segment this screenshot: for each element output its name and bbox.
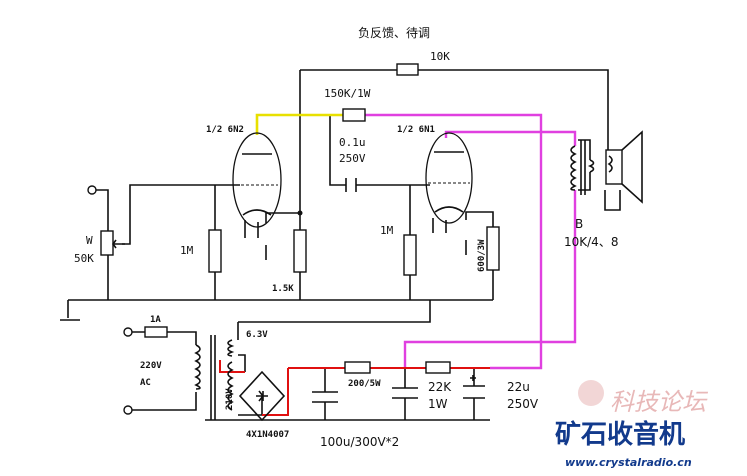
output-transformer xyxy=(570,140,595,195)
fuse-label: 1A xyxy=(150,315,161,325)
transformer-name: B xyxy=(575,217,583,231)
pot-value: 50K xyxy=(74,252,94,265)
filter-capacitor-3 xyxy=(463,385,485,399)
supply-wire xyxy=(219,360,490,416)
filter-capacitor-1 xyxy=(312,391,338,403)
volume-potentiometer xyxy=(100,230,114,256)
mains-voltage-label: 220V xyxy=(140,361,162,371)
tube-2 xyxy=(425,132,473,224)
filter-capacitor-2 xyxy=(392,387,418,399)
coupling-capacitor xyxy=(345,178,357,192)
pot-wiper-arrow xyxy=(112,239,125,249)
watermark: 科技论坛 矿石收音机 www.crystalradio.cn xyxy=(555,380,709,469)
watermark-url: www.crystalradio.cn xyxy=(565,456,692,469)
coupling-cap-voltage: 250V xyxy=(339,152,366,165)
mains-terminal-1 xyxy=(123,327,133,337)
cathode-resistor-2-label: 600/3W xyxy=(477,239,487,272)
grid-resistor-1-label: 1M xyxy=(180,244,194,257)
feedback-resistor-label: 10K xyxy=(430,50,450,63)
last-cap-voltage: 250V xyxy=(507,397,539,411)
cathode-resistor-2 xyxy=(486,226,500,271)
feedback-note: 负反馈、待调 xyxy=(358,26,430,40)
grid-resistor-2-label: 1M xyxy=(380,224,394,237)
tube-1-label: 1/2 6N2 xyxy=(206,125,244,135)
power-transformer xyxy=(194,335,235,420)
plate-resistor-label: 150K/1W xyxy=(324,87,371,100)
heater-label: 6.3V xyxy=(246,330,268,340)
filter-resistor-2-power: 1W xyxy=(428,397,448,411)
cathode-resistor-1-label: 1.5K xyxy=(272,284,294,294)
watermark-logo: 矿石收音机 xyxy=(555,419,685,450)
filter-caps-label: 100u/300V*2 xyxy=(320,435,399,449)
transformer-spec: 10K/4、8 xyxy=(564,235,618,249)
coupling-cap-value: 0.1u xyxy=(339,136,366,149)
plate2-wire xyxy=(365,113,577,370)
filter-resistor-1-label: 200/5W xyxy=(348,379,381,389)
grid-resistor-2 xyxy=(403,234,417,276)
hv-secondary-label: 210V xyxy=(225,388,235,410)
bridge-label: 4X1N4007 xyxy=(246,430,289,440)
filter-resistor-2 xyxy=(425,361,451,374)
fuse xyxy=(144,326,168,338)
input-terminal xyxy=(87,185,97,195)
wiring xyxy=(60,69,621,421)
cathode-resistor-1 xyxy=(293,229,307,273)
junction-dot xyxy=(297,210,303,216)
watermark-badge xyxy=(578,380,604,406)
plate1-wire xyxy=(255,113,343,135)
tube-1 xyxy=(232,132,282,228)
mains-terminal-2 xyxy=(123,405,133,415)
tube-2-label: 1/2 6N1 xyxy=(397,125,435,135)
grid-resistor-1 xyxy=(208,229,222,273)
filter-resistor-2-value: 22K xyxy=(428,380,452,394)
polarity-mark xyxy=(470,375,476,381)
last-cap-value: 22u xyxy=(507,380,530,394)
bridge-rectifier xyxy=(238,370,286,422)
watermark-script: 科技论坛 xyxy=(610,388,709,416)
filter-resistor-1 xyxy=(344,361,371,374)
feedback-resistor xyxy=(396,63,419,76)
plate-resistor xyxy=(342,108,366,122)
pot-name: W xyxy=(86,234,93,247)
mains-type-label: AC xyxy=(140,378,151,388)
speaker-icon xyxy=(605,130,643,204)
